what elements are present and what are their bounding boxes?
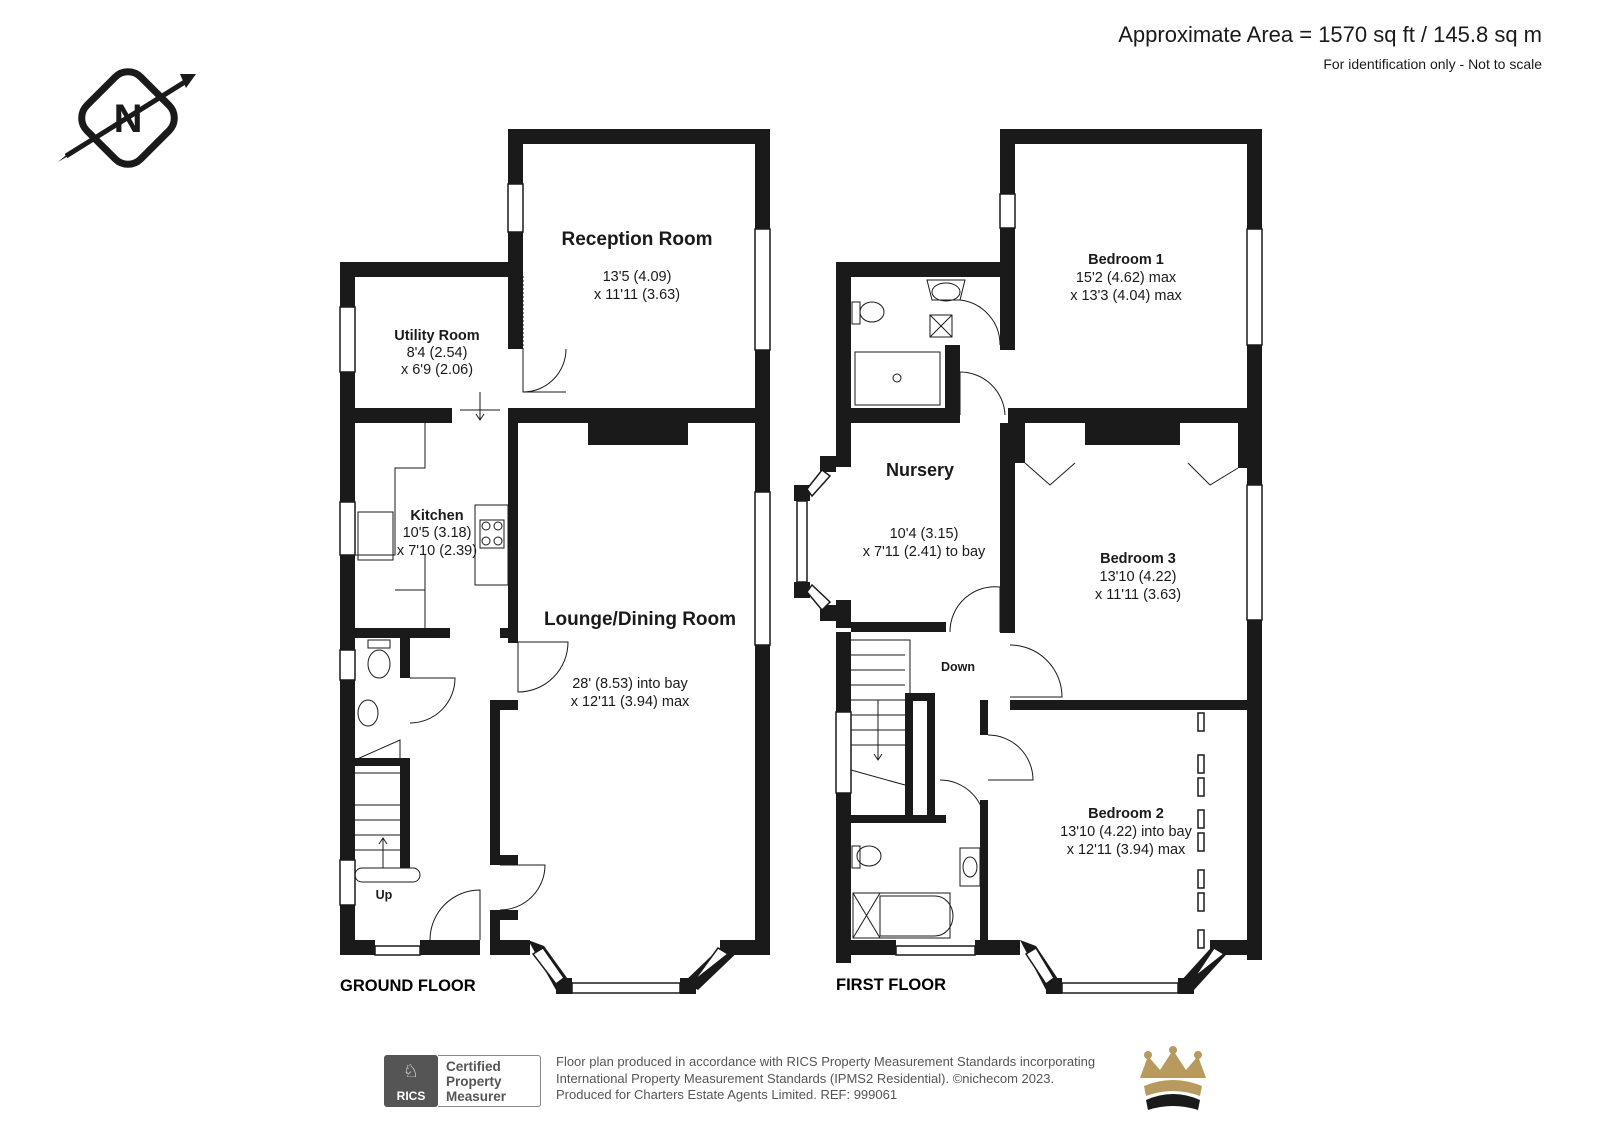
north-compass-icon: N bbox=[58, 68, 196, 168]
kitchen-dim2: x 7'10 (2.39) bbox=[397, 543, 477, 559]
footer-line3: Produced for Charters Estate Agents Limi… bbox=[556, 1087, 898, 1102]
utility-room-name: Utility Room bbox=[394, 328, 479, 344]
bedroom2-dim2: x 12'11 (3.94) max bbox=[1067, 842, 1186, 858]
bedroom3-dim1: 13'10 (4.22) bbox=[1100, 569, 1177, 585]
rics-line2: Property bbox=[446, 1074, 502, 1089]
rics-logo-box: ♘ RICS bbox=[384, 1055, 438, 1107]
ground-floor-label: GROUND FLOOR bbox=[340, 977, 476, 995]
bedroom1-dim2: x 13'3 (4.04) max bbox=[1070, 288, 1182, 304]
utility-room-dim2: x 6'9 (2.06) bbox=[401, 362, 473, 378]
footer-line2: International Property Measurement Stand… bbox=[556, 1070, 1055, 1086]
kitchen-name: Kitchen bbox=[410, 508, 463, 524]
utility-room-dim1: 8'4 (2.54) bbox=[407, 345, 468, 361]
bedroom1-name: Bedroom 1 bbox=[1088, 252, 1164, 268]
compass-letter: N bbox=[114, 97, 143, 141]
nursery-name: Nursery bbox=[886, 460, 954, 480]
ground-floor-walls bbox=[340, 129, 770, 994]
bedroom1-dim1: 15'2 (4.62) max bbox=[1076, 270, 1177, 286]
ground-floor-windows bbox=[339, 183, 771, 994]
reception-room-dim2: x 11'11 (3.63) bbox=[594, 287, 680, 303]
stairs-up-label: Up bbox=[376, 888, 393, 902]
kitchen-dim1: 10'5 (3.18) bbox=[403, 525, 472, 541]
footer-line1: Floor plan produced in accordance with R… bbox=[556, 1054, 1096, 1069]
reception-room-dim1: 13'5 (4.09) bbox=[603, 269, 672, 285]
rics-brand: RICS bbox=[396, 1089, 426, 1103]
rics-emblem-icon: ♘ bbox=[402, 1061, 420, 1081]
first-floor-walls bbox=[794, 129, 1262, 994]
first-floor-labels: Bedroom 1 15'2 (4.62) max x 13'3 (4.04) … bbox=[836, 252, 1193, 994]
bedroom3-name: Bedroom 3 bbox=[1100, 551, 1176, 567]
first-floor-label: FIRST FLOOR bbox=[836, 976, 946, 994]
bedroom2-name: Bedroom 2 bbox=[1088, 806, 1164, 822]
bedroom2-dim1: 13'10 (4.22) into bay bbox=[1060, 824, 1192, 840]
approximate-area: Approximate Area = 1570 sq ft / 145.8 sq… bbox=[1118, 22, 1542, 47]
ground-floor-labels: Reception Room 13'5 (4.09) x 11'11 (3.63… bbox=[340, 229, 736, 995]
reception-room-name: Reception Room bbox=[562, 229, 713, 250]
lounge-name: Lounge/Dining Room bbox=[544, 609, 736, 630]
rics-certified-badge: ♘ RICS Certified Property Measurer bbox=[384, 1055, 544, 1107]
scale-note: For identification only - Not to scale bbox=[1323, 56, 1542, 72]
first-floor-windows bbox=[796, 193, 1263, 994]
stairs-down-label: Down bbox=[941, 660, 975, 674]
ground-floor-fixtures bbox=[354, 276, 569, 941]
bedroom3-dim2: x 11'11 (3.63) bbox=[1095, 587, 1181, 603]
lounge-dim2: x 12'11 (3.94) max bbox=[571, 694, 690, 710]
nursery-dim2: x 7'11 (2.41) to bay bbox=[863, 544, 986, 560]
rics-text-box: Certified Property Measurer bbox=[438, 1055, 541, 1107]
footer-disclaimer: Floor plan produced in accordance with R… bbox=[556, 1054, 1095, 1104]
lounge-dim1: 28' (8.53) into bay bbox=[572, 676, 688, 692]
first-floor-fixtures bbox=[850, 279, 1239, 939]
rics-line3: Measurer bbox=[446, 1089, 507, 1104]
nursery-dim1: 10'4 (3.15) bbox=[890, 526, 959, 542]
rics-line1: Certified bbox=[446, 1059, 501, 1074]
crown-logo-icon bbox=[1140, 1046, 1206, 1110]
